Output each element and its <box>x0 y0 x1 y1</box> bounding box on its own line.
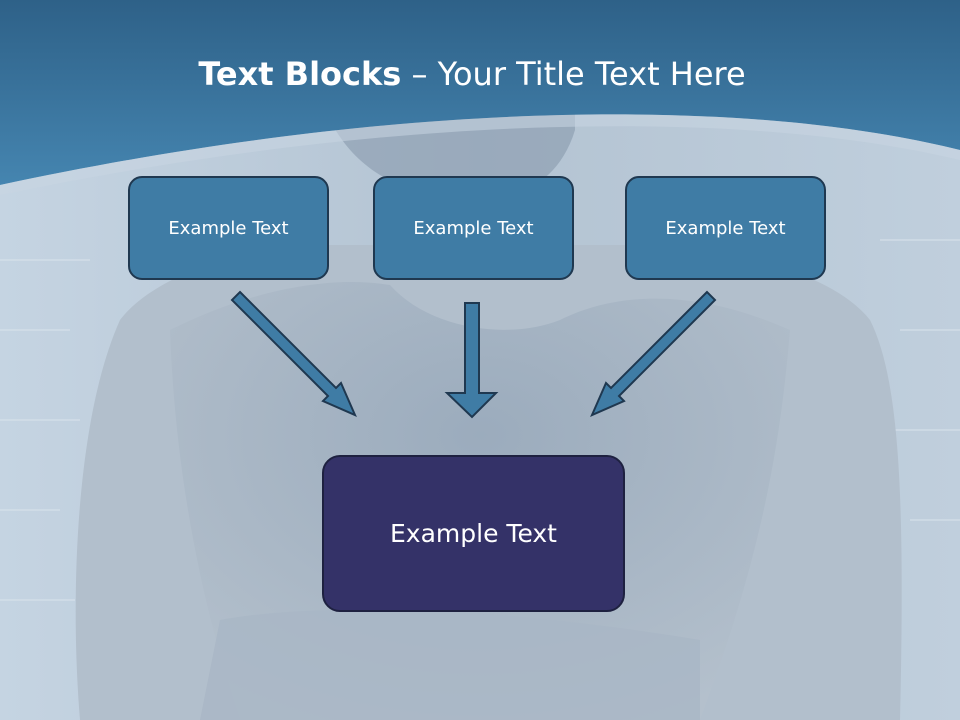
text-block-top-right[interactable]: Example Text <box>625 176 826 280</box>
text-block-bottom-label: Example Text <box>390 519 557 548</box>
text-block-top-left-label: Example Text <box>168 217 289 239</box>
text-block-top-center-label: Example Text <box>413 217 534 239</box>
title-rest-text: – Your Title Text Here <box>401 55 746 93</box>
text-block-top-center[interactable]: Example Text <box>373 176 574 280</box>
text-block-top-left[interactable]: Example Text <box>128 176 329 280</box>
header-band <box>0 0 960 195</box>
text-block-top-right-label: Example Text <box>665 217 786 239</box>
arrow-right-icon <box>590 290 717 417</box>
arrow-left-icon <box>230 290 357 417</box>
text-block-bottom[interactable]: Example Text <box>322 455 625 612</box>
slide-title: Text Blocks – Your Title Text Here <box>0 52 944 96</box>
title-bold-text: Text Blocks <box>198 55 402 93</box>
arrow-center-icon <box>444 302 499 419</box>
